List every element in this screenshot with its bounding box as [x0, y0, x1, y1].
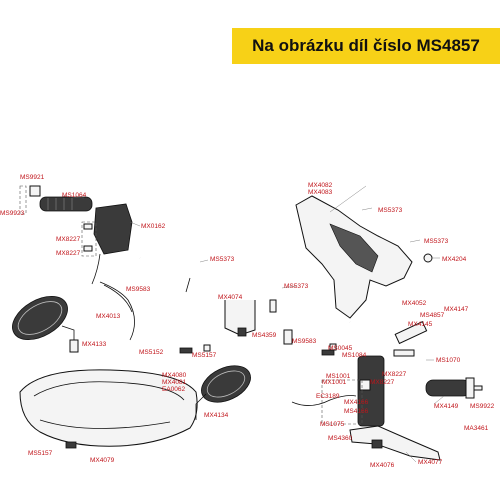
label-mx8227-b: MX8227 [56, 250, 81, 257]
label-ms5157-a: MS5157 [192, 352, 217, 359]
label-ms9922: MS9922 [470, 403, 495, 410]
label-mx4082: MX4082 [308, 182, 333, 189]
label-mx0162: MX0162 [141, 223, 166, 230]
label-mx4133: MX4133 [82, 341, 107, 348]
label-mx4147: MX4147 [444, 306, 469, 313]
label-mx1001: MX1001 [322, 379, 347, 386]
label-ms5152: MS5152 [139, 349, 164, 356]
brake-lever [349, 425, 441, 461]
label-ms4857: MS4857 [420, 312, 445, 319]
left-switch-housing [83, 203, 133, 285]
part-labels: MS9921 MS9923 MS1064 MX8227 MX8227 MX016… [0, 174, 495, 469]
label-ms4166: MS4166 [344, 408, 369, 415]
label-ms9923: MS9923 [0, 210, 25, 217]
label-ea0062: EA0062 [162, 386, 186, 393]
label-ms5157-b: MS5157 [28, 450, 53, 457]
label-ms4359: MS4359 [252, 332, 277, 339]
label-ms9583-b: MS9583 [292, 338, 317, 345]
label-ms5373-b: MS5373 [284, 283, 309, 290]
label-mx4074: MX4074 [218, 294, 243, 301]
label-ma3461: MA3461 [464, 425, 489, 432]
label-mx4079: MX4079 [90, 457, 115, 464]
label-ms1084: MS1084 [342, 352, 367, 359]
banner-text: Na obrázku díl číslo MS4857 [252, 36, 480, 55]
throttle-grip [425, 377, 483, 399]
label-mx8227-d: MX8227 [370, 379, 395, 386]
label-ms1070: MS1070 [436, 357, 461, 364]
part-number-banner: Na obrázku díl číslo MS4857 [232, 28, 500, 64]
label-mx4077: MX4077 [418, 459, 443, 466]
label-mx4134: MX4134 [204, 412, 229, 419]
label-mx4081: MX4081 [162, 379, 187, 386]
label-ms4360: MS4360 [328, 435, 353, 442]
label-mx4013: MX4013 [96, 313, 121, 320]
label-ms9921: MS9921 [20, 174, 45, 181]
label-ms0045: MS0045 [328, 345, 353, 352]
label-mx4145: MX4145 [408, 321, 433, 328]
label-ms9583-a: MS9583 [126, 286, 151, 293]
right-switch-housing [357, 321, 428, 427]
label-mx4080: MX4080 [162, 372, 187, 379]
label-mx4076: MX4076 [370, 462, 395, 469]
label-ms1075: MS1075 [320, 421, 345, 428]
right-mirror [195, 365, 251, 420]
label-ms5373-d: MS5373 [424, 238, 449, 245]
label-ec3189: EC3189 [316, 393, 340, 400]
label-mx8227-a: MX8227 [56, 236, 81, 243]
label-mx4149: MX4149 [434, 403, 459, 410]
lower-handlebar-cover [19, 369, 198, 449]
label-mx4166: MX4166 [344, 399, 369, 406]
label-mx4204: MX4204 [442, 256, 467, 263]
label-ms1064: MS1064 [62, 192, 87, 199]
label-mx4052: MX4052 [402, 300, 427, 307]
left-mirror [12, 295, 79, 353]
label-ms1001: MS1001 [326, 373, 351, 380]
label-mx4083: MX4083 [308, 189, 333, 196]
label-ms5373-a: MS5373 [210, 256, 235, 263]
left-grip [29, 185, 93, 212]
label-ms5373-c: MS5373 [378, 207, 403, 214]
handlebar [139, 257, 351, 336]
leader-lines [61, 185, 445, 463]
label-mx8227-c: MX8227 [382, 371, 407, 378]
bolts [179, 327, 337, 356]
